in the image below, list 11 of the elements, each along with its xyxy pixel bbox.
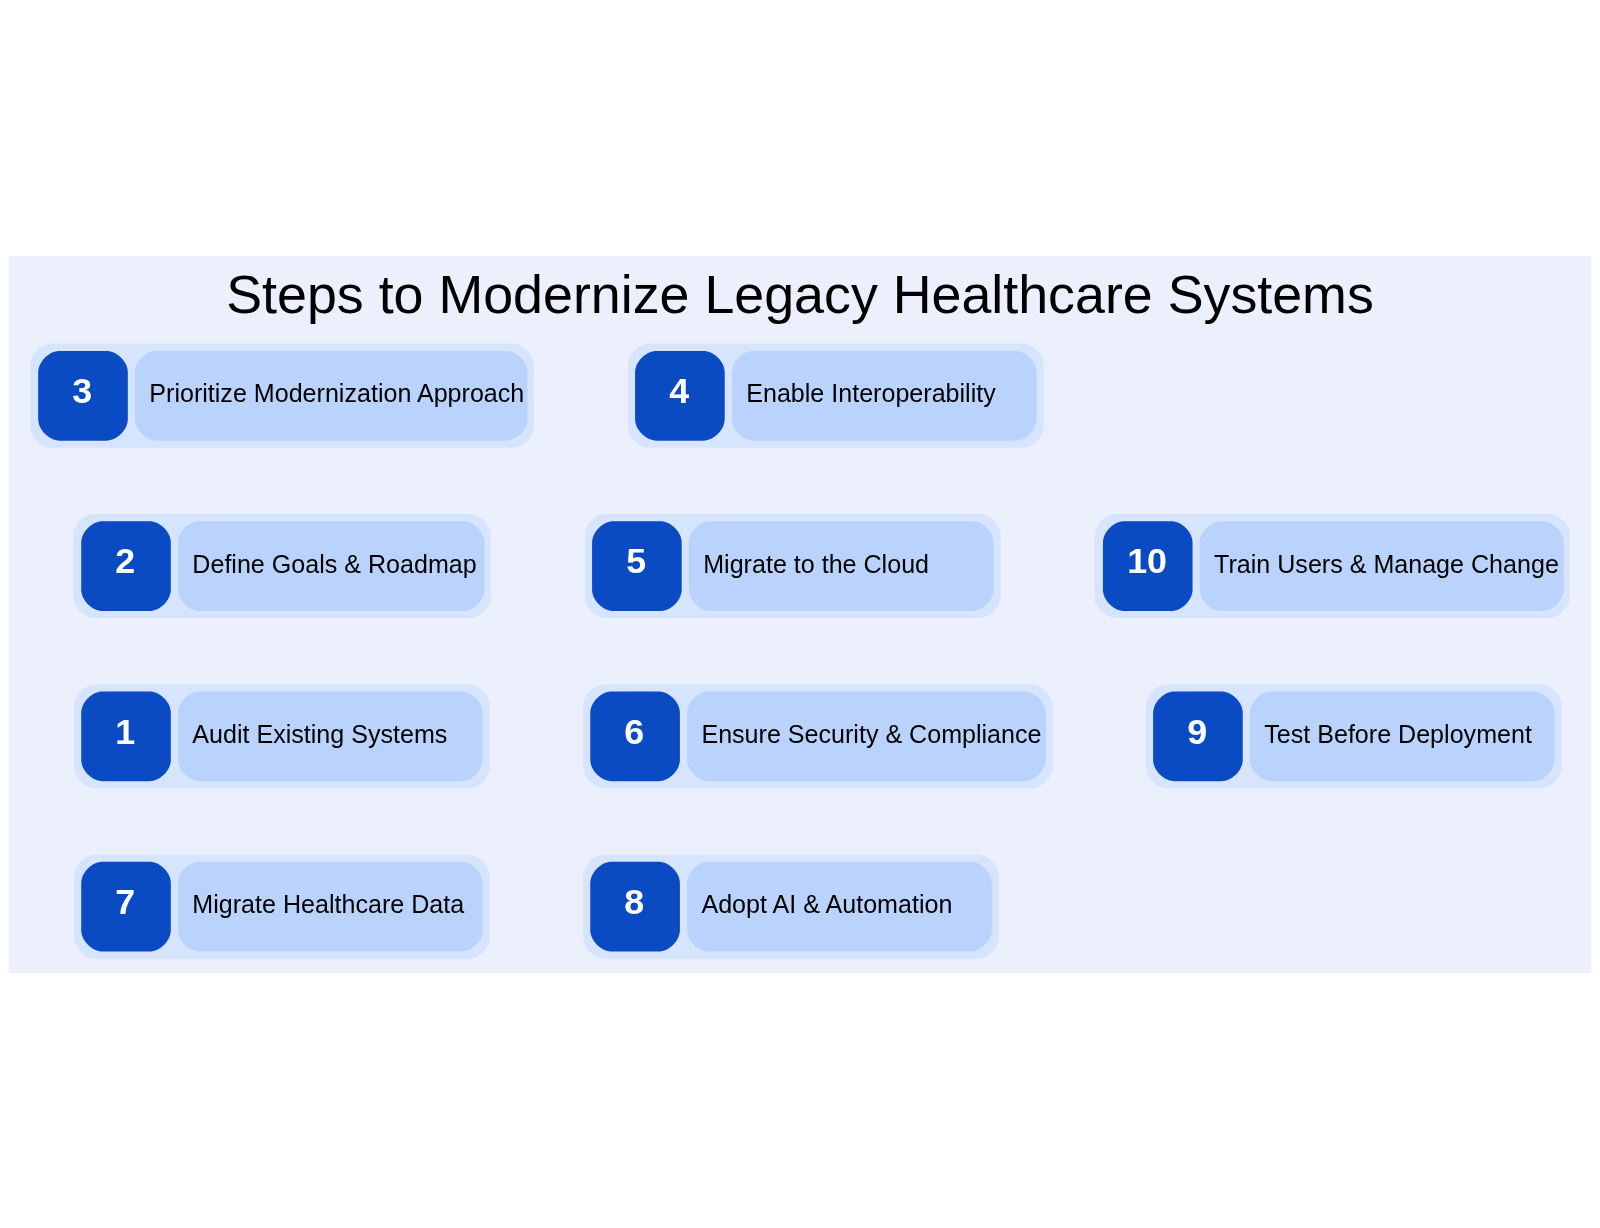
node-box: 3 Prioritize Modernization Approach [30, 343, 534, 448]
node-box: 8 Adopt AI & Automation [583, 854, 999, 959]
node-box: 2 Define Goals & Roadmap [73, 513, 491, 618]
node-box: 7 Migrate Healthcare Data [74, 854, 490, 959]
node-box: 9 Test Before Deployment [1145, 683, 1562, 788]
node-box: 10 Train Users & Manage Change [1094, 513, 1570, 618]
diagram-title: Steps to Modernize Legacy Healthcare Systems [226, 263, 1374, 324]
node-box: 6 Ensure Security & Compliance [583, 683, 1053, 788]
node-box: 4 Enable Interoperability [627, 343, 1044, 448]
node-box: 1 Audit Existing Systems [74, 683, 490, 788]
node-box: 5 Migrate to the Cloud [584, 513, 1001, 618]
